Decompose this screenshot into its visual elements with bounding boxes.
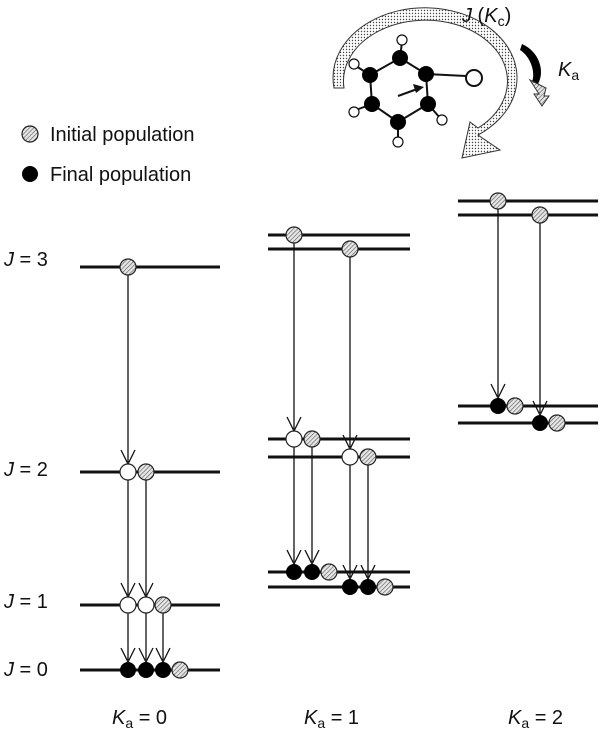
- j-axis-labels: J = 3 J = 2 J = 1 J = 0: [3, 249, 48, 681]
- final-population-marker: [360, 579, 376, 595]
- ka-axis-labels: Ka = 0 Ka = 1 Ka = 2: [112, 707, 563, 731]
- ka-label-1: Ka = 1: [304, 707, 359, 731]
- empty-population-marker: [119, 596, 137, 614]
- empty-population-marker: [119, 463, 137, 481]
- initial-population-marker: [376, 578, 394, 596]
- final-population-marker: [532, 415, 548, 431]
- initial-population-marker: [119, 258, 137, 276]
- rotation-arrow-ka-head: [528, 78, 550, 107]
- legend-initial-marker: [21, 125, 39, 143]
- legend-final-label: Final population: [50, 164, 191, 186]
- initial-population-marker: [285, 226, 303, 244]
- empty-population-marker: [341, 448, 359, 466]
- rotation-arrow-j: [332, 7, 518, 159]
- ka-label-0: Ka = 0: [112, 707, 167, 731]
- empty-population-marker: [137, 596, 155, 614]
- final-population-marker: [286, 564, 302, 580]
- initial-population-marker: [341, 240, 359, 258]
- final-population-marker: [342, 579, 358, 595]
- final-population-marker: [155, 662, 171, 678]
- initial-population-marker: [489, 192, 507, 210]
- initial-population-marker: [359, 448, 377, 466]
- rotation-arrow-ka: [520, 44, 542, 84]
- molecule-inset: J (Kc) Ka: [332, 5, 579, 159]
- inset-ka-label: Ka: [558, 59, 579, 83]
- legend-final-marker: [22, 166, 38, 182]
- final-population-marker: [138, 662, 154, 678]
- initial-population-marker: [303, 430, 321, 448]
- initial-population-marker: [137, 463, 155, 481]
- final-population-marker: [304, 564, 320, 580]
- initial-population-marker: [531, 206, 549, 224]
- j-label-3: J = 3: [3, 249, 48, 271]
- j-label-0: J = 0: [3, 659, 48, 681]
- inset-j-label: J (Kc): [461, 5, 511, 29]
- population-markers: [119, 192, 566, 679]
- final-population-marker: [120, 662, 136, 678]
- initial-population-marker: [320, 563, 338, 581]
- initial-population-marker: [154, 596, 172, 614]
- legend-initial-label: Initial population: [50, 124, 195, 146]
- final-population-marker: [490, 398, 506, 414]
- ka-label-2: Ka = 2: [508, 707, 563, 731]
- initial-population-marker: [171, 661, 189, 679]
- legend: Initial population Final population: [21, 124, 195, 186]
- initial-population-marker: [548, 414, 566, 432]
- j-label-1: J = 1: [3, 591, 48, 613]
- j-label-2: J = 2: [3, 459, 48, 481]
- transition-arrows: [120, 207, 548, 664]
- initial-population-marker: [506, 397, 524, 415]
- empty-population-marker: [285, 430, 303, 448]
